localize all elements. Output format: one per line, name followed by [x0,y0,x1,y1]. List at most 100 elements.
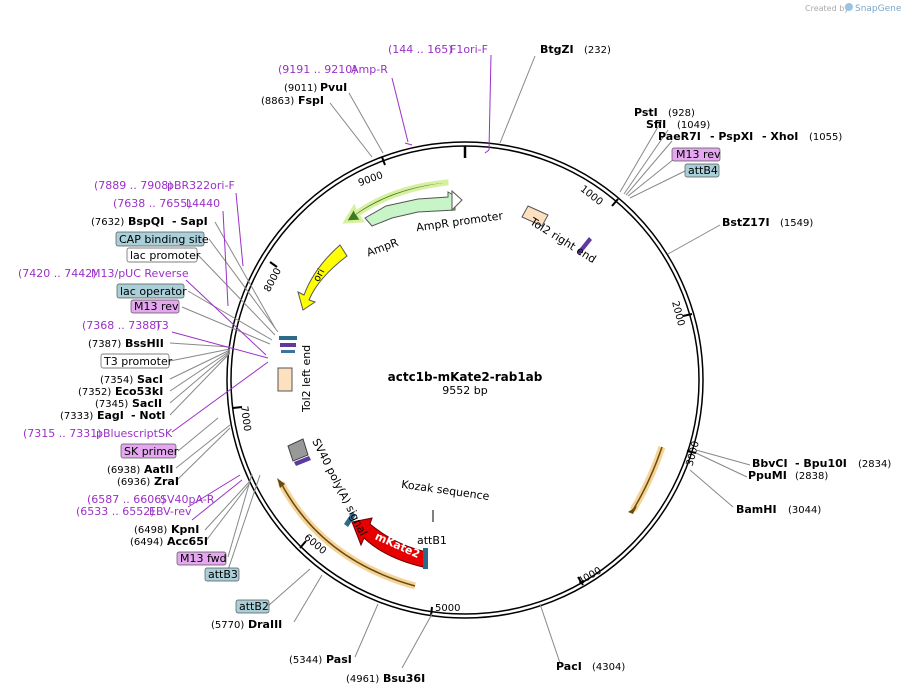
sv40-polya-feature [287,438,309,462]
pvui-name: PvuI [320,81,347,94]
ampr-primer-name: Amp-R [351,63,388,76]
bsshii-name: BssHII [125,337,164,350]
paci-pos: (4304) [592,662,625,673]
m13fwd-label: M13 fwd [180,552,227,565]
pbluescript-range: (7315 .. 7331) [23,427,102,440]
f1ori-name: F1ori-F [450,43,488,56]
orange-right-glow [630,445,666,512]
features [277,179,666,590]
cap-box [115,231,205,247]
eco53ki-pos: (7352) [78,387,111,398]
sacii-name: SacII [132,397,162,410]
ampr-promoter-label: AmpR promoter [415,209,504,234]
sapi-name: - SapI [172,215,208,228]
lac-operator-label: lac operator [120,285,187,298]
saci-pos: (7354) [100,375,133,386]
paer7i-name: PaeR7I [658,130,701,143]
snapgene-logo-icon [845,3,853,11]
m13rev-left-label: M13 rev [134,300,179,313]
acc65i-pos: (6494) [130,537,163,548]
pbr322-range: (7889 .. 7908) [94,179,173,192]
attb4-label: attB4 [688,164,718,177]
tol2-left-feature [277,367,293,392]
saci-name: SacI [137,373,163,386]
eagi-name: EagI [97,409,124,422]
ori-label: ori [312,267,328,284]
fspi-name: FspI [298,94,324,107]
noti-name: - NotI [131,409,166,422]
eco53ki-name: Eco53kI [115,385,163,398]
ppumi-pos: (2838) [795,471,828,482]
bsu36i-name: Bsu36I [383,672,425,685]
bamhi-name: BamHI [736,503,777,516]
t3-promoter-mark [281,350,295,353]
t3-name: T3 [154,319,169,332]
kozak-label: Kozak sequence [401,478,491,503]
sv40-label: SV40 poly(A) signal [309,436,369,538]
tol2-left-label: Tol2 left end [300,345,313,413]
bsu36i-pos: (4961) [346,674,379,685]
m13rev-right-box [671,147,721,162]
tick-5000: 5000 [435,603,460,614]
pasi-name: PasI [326,653,352,666]
fspi-pos: (8863) [261,96,294,107]
site-labels-top: (144 .. 165) F1ori-F BtgZI (232) (9191 .… [261,43,842,229]
attb2-box [235,599,270,614]
m13rev-right-label: M13 rev [676,148,721,161]
t3-promoter-box [100,353,170,369]
primer-leaders [171,54,492,521]
btgzi-name: BtgZI [540,43,574,56]
draiii-pos: (5770) [211,620,244,631]
sk-primer-label: SK primer [124,445,179,458]
psti-name: PstI [634,106,658,119]
draiii-name: DraIII [248,618,282,631]
site-labels-left: (7889 .. 7908) pBR322ori-F (7638 .. 7655… [18,179,240,582]
pbr322-name: pBR322ori-F [167,179,235,192]
sfii-name: SfiI [646,118,666,131]
ampr-promoter-arrowhead [451,189,463,212]
kpni-pos: (6498) [134,525,167,536]
site-labels-right: BbvCI - Bpu10I (2834) PpuMI (2838) BamHI… [556,457,891,673]
lac-promoter-box [126,247,198,263]
ori-feature [297,244,348,311]
pasi-pos: (5344) [289,655,322,666]
t3-promoter-label: T3 promoter [103,355,173,368]
orange-right-feature [632,446,663,511]
kozak-mark [344,512,356,527]
sfii-pos: (1049) [677,120,710,131]
pvui-pos: (9011) [284,83,317,94]
orange-left-arrowhead [277,478,285,488]
xhoi-name: - XhoI [762,130,798,143]
btgzi-pos: (232) [584,45,611,56]
site-labels-bottom: (4961) Bsu36I (5344) PasI (5770) DraIII … [211,599,425,685]
bspqi-pos: (7632) [91,217,124,228]
attb2-label: attB2 [239,600,269,613]
sv40pa-range: (6587 .. 6606) [87,493,166,506]
kpni-name: KpnI [171,523,199,536]
l4440-range: (7638 .. 7655) [113,197,192,210]
orange-left-feature [280,482,416,587]
ebv-range: (6533 .. 6552) [76,505,155,518]
sv40pa-name: SV40pA-R [160,493,215,506]
sacii-pos: (7345) [95,399,128,410]
paci-name: PacI [556,660,582,673]
bspqi-name: BspQI [128,215,164,228]
lac-promoter-label: lac promoter [130,249,201,262]
m13puc-range: (7420 .. 7442) [18,267,97,280]
bbvci-name: BbvCI [752,457,788,470]
bstz17i-pos: (1549) [780,218,813,229]
tick-7000: 7000 [238,405,252,432]
sv40-mark [294,456,311,466]
ppumi-name: PpuMI [748,469,787,482]
bsshii-pos: (7387) [88,339,121,350]
attb4-mark [577,237,592,255]
pspxi-name: - PspXI [710,130,753,143]
ampr-primer-range: (9191 .. 9210) [278,63,357,76]
m13rev-left-box [130,299,180,314]
brand-text: SnapGene [855,4,902,14]
eagi-pos: (7333) [60,411,93,422]
paer7i-pos: (1055) [809,132,842,143]
attb3-label: attB3 [208,568,238,581]
t3-range: (7368 .. 7388) [82,319,161,332]
